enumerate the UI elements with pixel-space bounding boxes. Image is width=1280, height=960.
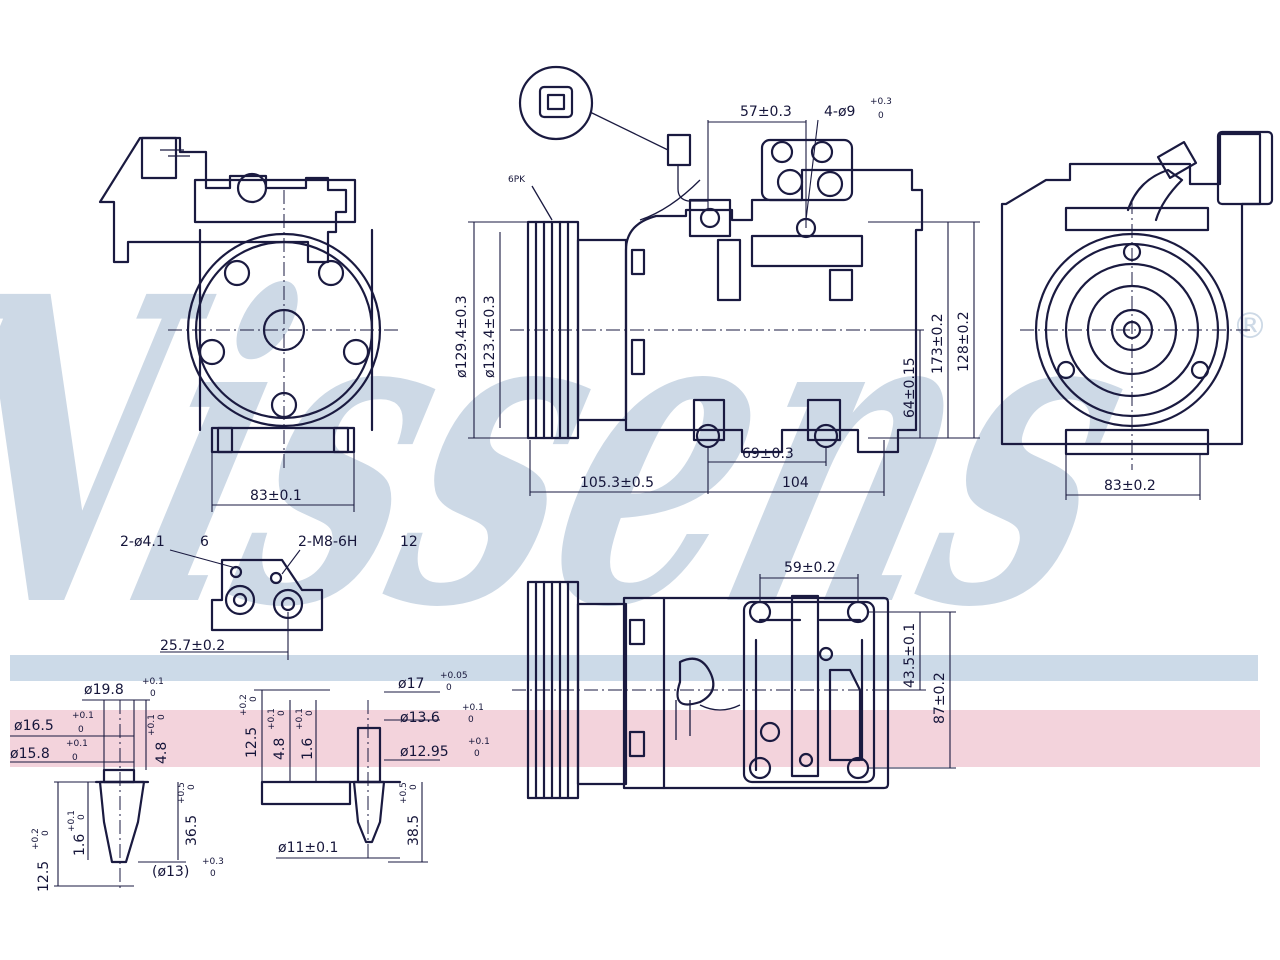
fit-48-tol: +0.1 (147, 714, 157, 736)
right-view: 83±0.2 (1000, 130, 1274, 500)
fit-d198-tol-upper: +0.1 (142, 677, 164, 687)
dim-59: 59±0.2 (784, 560, 836, 576)
dim-port-threads: 2-M8-6H (298, 534, 357, 550)
connector-detail-bubble (518, 65, 594, 141)
dim-holes: 4-ø9 (824, 104, 855, 120)
bottom-view: 59±0.2 43.5±0.1 87±0.2 (512, 560, 956, 800)
fit-d13: (ø13) (152, 864, 189, 880)
fit2-d136: ø13.6 (400, 710, 440, 726)
fit-125: 12.5 (36, 861, 52, 892)
fit2-48: 4.8 (272, 738, 288, 760)
fit2-16-tol-lower: 0 (305, 710, 315, 716)
fit2-48-tol-lower: 0 (277, 710, 287, 716)
fit-d198-tol-lower: 0 (150, 689, 156, 699)
dim-holes-tol-upper: +0.3 (870, 97, 892, 107)
dim-port-offset: 25.7±0.2 (160, 638, 225, 654)
fitting-detail-1: ø19.8 +0.1 0 ø16.5 +0.1 0 ø15.8 +0.1 0 4… (10, 677, 224, 892)
dim-d123: ø123.4±0.3 (482, 295, 498, 378)
fit2-d17-tol-lower: 0 (446, 683, 452, 693)
fit2-385: 38.5 (406, 815, 422, 846)
dim-43: 43.5±0.1 (902, 623, 918, 688)
dim-87: 87±0.2 (932, 672, 948, 724)
registered-mark: ® (1232, 306, 1268, 347)
fit-d165-tol-lower: 0 (78, 725, 84, 735)
fit2-d136-tol-lower: 0 (468, 715, 474, 725)
fit2-125: 12.5 (244, 727, 260, 758)
fit2-d1295-tol-lower: 0 (474, 749, 480, 759)
fit-d13-tol-upper: +0.3 (202, 857, 224, 867)
fit-d158: ø15.8 (10, 746, 50, 762)
dim-128: 128±0.2 (956, 311, 972, 372)
fit-16-tol: +0.1 (67, 810, 77, 832)
dim-holes-tol-lower: 0 (878, 111, 884, 121)
fit-365-tol-lower: 0 (187, 784, 197, 790)
dim-83-left: 83±0.1 (250, 488, 302, 504)
fit-d165-tol-upper: +0.1 (72, 711, 94, 721)
fit2-16-tol: +0.1 (295, 708, 305, 730)
port-block-view: 2-ø4.1 6 2-M8-6H 12 25.7±0.2 (120, 534, 418, 660)
brand-watermark: Nissens (0, 207, 1181, 700)
fit2-385-tol: +0.5 (399, 782, 409, 804)
dim-port-threads-depth: 12 (400, 534, 418, 550)
fit2-d136-tol-upper: +0.1 (462, 703, 484, 713)
fit2-385-tol-lower: 0 (409, 784, 419, 790)
dim-69: 69±0.3 (742, 446, 794, 462)
fit-125-tol: +0.2 (31, 828, 41, 850)
fit2-d11: ø11±0.1 (278, 840, 338, 856)
fit-16: 1.6 (72, 834, 88, 856)
fit2-48-tol: +0.1 (267, 708, 277, 730)
fit-d158-tol-lower: 0 (72, 753, 78, 763)
fit2-125-tol-lower: 0 (249, 696, 259, 702)
dim-57: 57±0.3 (740, 104, 792, 120)
dim-64: 64±0.15 (902, 357, 918, 418)
fit-365: 36.5 (184, 815, 200, 846)
label-6pk: 6PK (508, 175, 526, 185)
fit2-16: 1.6 (300, 738, 316, 760)
fit2-d1295: ø12.95 (400, 744, 449, 760)
blue-band (10, 655, 1258, 681)
left-view: 83±0.1 (98, 136, 400, 512)
fit2-d17-tol-upper: +0.05 (440, 671, 468, 681)
side-view: 6PK ø129.4±0.3 ø123.4±0.3 (454, 65, 980, 496)
pink-band (10, 710, 1260, 767)
fit2-125-tol: +0.2 (239, 694, 249, 716)
fit2-d1295-tol-upper: +0.1 (468, 737, 490, 747)
fit2-d17: ø17 (398, 676, 424, 692)
fit-d198: ø19.8 (84, 682, 124, 698)
fit-365-tol: +0.5 (177, 782, 187, 804)
fit-d165: ø16.5 (14, 718, 54, 734)
fit-48-tol-lower: 0 (157, 714, 167, 720)
fit-16-tol-lower: 0 (77, 814, 87, 820)
fit-d13-tol-lower: 0 (210, 869, 216, 879)
dim-104: 104 (782, 475, 809, 491)
fit-d158-tol-upper: +0.1 (66, 739, 88, 749)
dim-173: 173±0.2 (930, 313, 946, 374)
dim-port-holes-depth: 6 (200, 534, 209, 550)
fit-125-tol-lower: 0 (41, 830, 51, 836)
fit-48: 4.8 (154, 742, 170, 764)
fitting-detail-2: 12.5 +0.2 0 4.8 +0.1 0 1.6 +0.1 0 ø17 +0… (239, 671, 490, 863)
dim-83-right: 83±0.2 (1104, 478, 1156, 494)
dim-105: 105.3±0.5 (580, 475, 654, 491)
dim-d129: ø129.4±0.3 (454, 295, 470, 378)
dim-port-holes: 2-ø4.1 (120, 534, 165, 550)
